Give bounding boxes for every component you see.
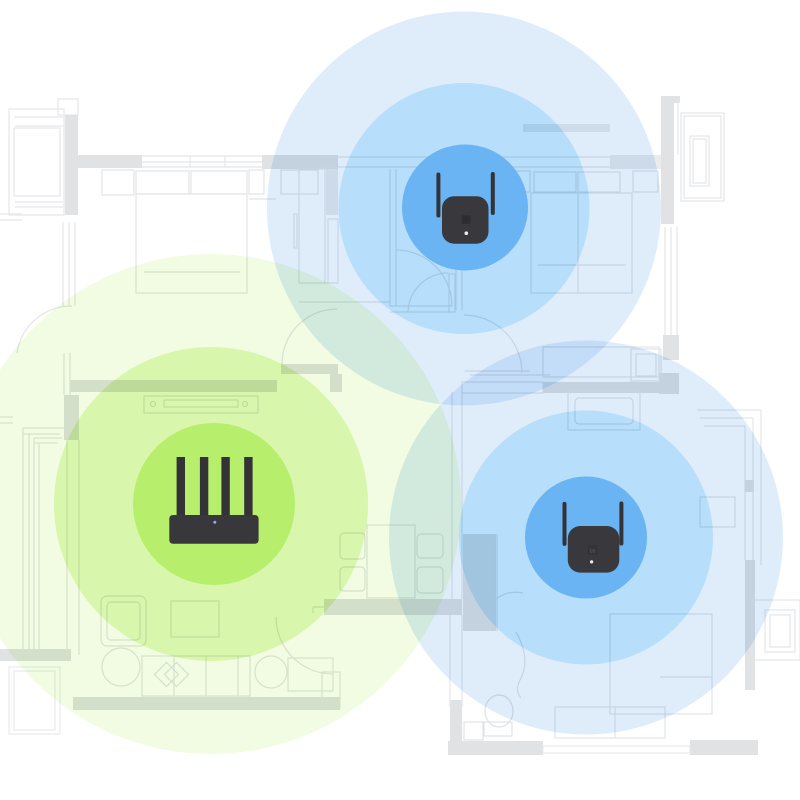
svg-text:MI: MI [590,549,597,555]
